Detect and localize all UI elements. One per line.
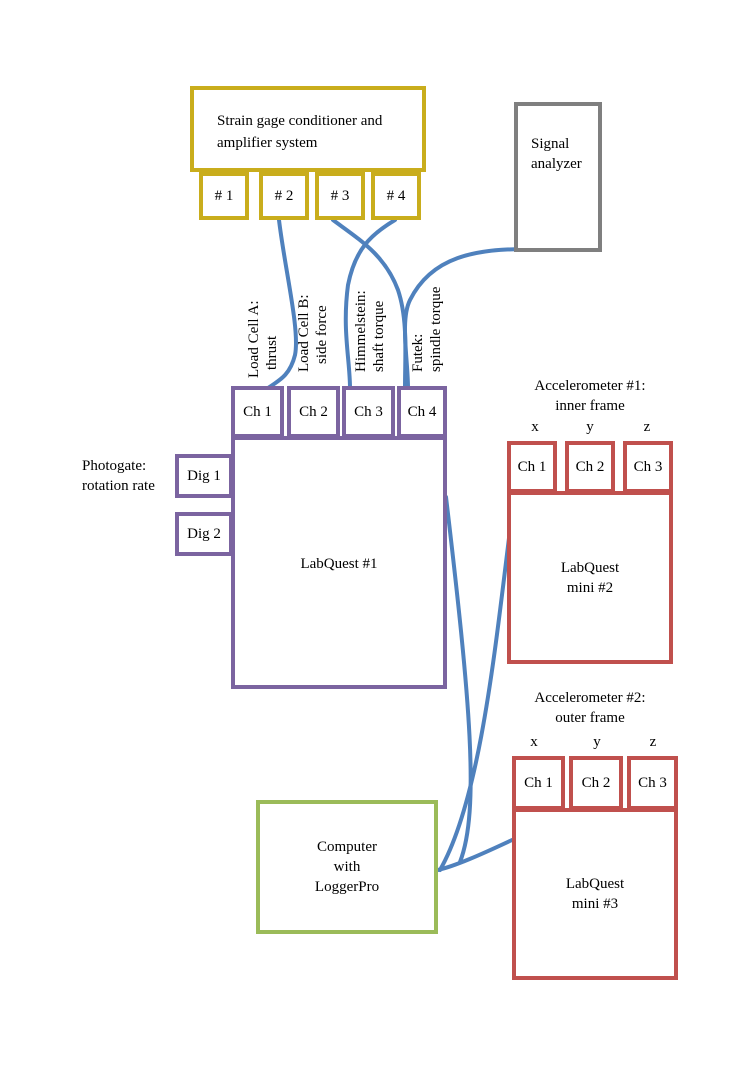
wire-mini3-computer <box>436 838 514 872</box>
mini2-ch3: Ch 3 <box>623 441 673 493</box>
mini2-ch2: Ch 2 <box>565 441 615 493</box>
labquest-mini-3: LabQuest mini #3 <box>512 808 678 980</box>
labquest-mini-3-label-line2: mini #3 <box>571 896 619 912</box>
wire-port4-ch3 <box>343 218 397 390</box>
wire-port2-ch1 <box>266 218 298 390</box>
signal-analyzer: Signal analyzer <box>514 102 602 252</box>
acc1-axis-x: x <box>531 419 539 435</box>
mini3-ch1: Ch 1 <box>512 756 565 810</box>
strain-port-4: # 4 <box>371 172 421 220</box>
strain-port-1-label: # 1 <box>214 187 234 204</box>
acc1-axis-z: z <box>643 419 651 435</box>
photogate-label: Photogate: rotation rate <box>82 458 155 494</box>
acc2-axis-x: x <box>530 734 538 750</box>
acc2-axis-z: z <box>649 734 657 750</box>
mini3-ch2: Ch 2 <box>569 756 623 810</box>
strain-port-4-label: # 4 <box>386 187 406 204</box>
acc1-axis-y: y <box>586 419 594 435</box>
strain-port-3-label: # 3 <box>330 187 350 204</box>
lq1-dig1-label: Dig 1 <box>187 467 221 484</box>
computer-label-line2: with <box>333 859 361 875</box>
computer: Computer with LoggerPro <box>256 800 438 934</box>
accelerometer-2-label: Accelerometer #2: outer frame <box>534 690 646 726</box>
mini3-ch3: Ch 3 <box>627 756 678 810</box>
sensor-label-load-cell-a: Load Cell A: thrust <box>246 300 280 379</box>
accelerometer-1-label: Accelerometer #1: inner frame <box>534 378 646 414</box>
lq1-ch3: Ch 3 <box>342 386 395 438</box>
labquest-mini-2-label-line1: LabQuest <box>560 559 620 576</box>
mini2-ch2-label: Ch 2 <box>575 458 605 475</box>
sensor-label-load-cell-b: Load Cell B: side force <box>296 294 330 373</box>
computer-label-line3: LoggerPro <box>314 879 380 895</box>
strain-port-3: # 3 <box>315 172 365 220</box>
mini2-ch3-label: Ch 3 <box>633 458 663 475</box>
lq1-ch1: Ch 1 <box>231 386 284 438</box>
acc2-axis-y: y <box>593 734 601 750</box>
lq1-dig2-label: Dig 2 <box>187 525 221 542</box>
labquest-mini-2-label-line2: mini #2 <box>566 579 614 596</box>
strain-port-1: # 1 <box>199 172 249 220</box>
lq1-ch2-label: Ch 2 <box>299 403 328 420</box>
lq1-dig1: Dig 1 <box>175 454 233 498</box>
lq1-dig2: Dig 2 <box>175 512 233 556</box>
mini3-ch2-label: Ch 2 <box>581 774 611 791</box>
lq1-ch4: Ch 4 <box>397 386 447 438</box>
wire-analyzer-ch4 <box>402 247 552 390</box>
mini2-ch1: Ch 1 <box>507 441 557 493</box>
labquest-1: LabQuest #1 <box>231 436 447 689</box>
mini2-ch1-label: Ch 1 <box>517 458 547 475</box>
lq1-ch4-label: Ch 4 <box>407 403 437 420</box>
mini3-ch1-label: Ch 1 <box>524 774 553 791</box>
strain-port-2: # 2 <box>259 172 309 220</box>
labquest-1-label: LabQuest #1 <box>300 556 378 572</box>
strain-port-2-label: # 2 <box>274 187 294 204</box>
strain-gage-conditioner: Strain gage conditioner and amplifier sy… <box>190 86 426 172</box>
lq1-ch3-label: Ch 3 <box>354 403 383 420</box>
strain-gage-title: Strain gage conditioner and amplifier sy… <box>217 113 383 151</box>
lq1-ch2: Ch 2 <box>287 386 340 438</box>
computer-label-line1: Computer <box>317 839 377 855</box>
wire-mini2-computer <box>438 528 512 872</box>
wire-lq1-computer <box>444 495 473 864</box>
labquest-mini-3-label-line1: LabQuest <box>565 876 625 892</box>
signal-analyzer-label: Signal analyzer <box>531 136 582 172</box>
mini3-ch3-label: Ch 3 <box>638 774 667 791</box>
labquest-mini-2: LabQuest mini #2 <box>507 491 673 664</box>
sensor-label-futek: Futek: spindle torque <box>410 286 444 372</box>
sensor-label-himmelstein: Himmelstein: shaft torque <box>353 290 387 372</box>
lq1-ch1-label: Ch 1 <box>243 403 272 420</box>
